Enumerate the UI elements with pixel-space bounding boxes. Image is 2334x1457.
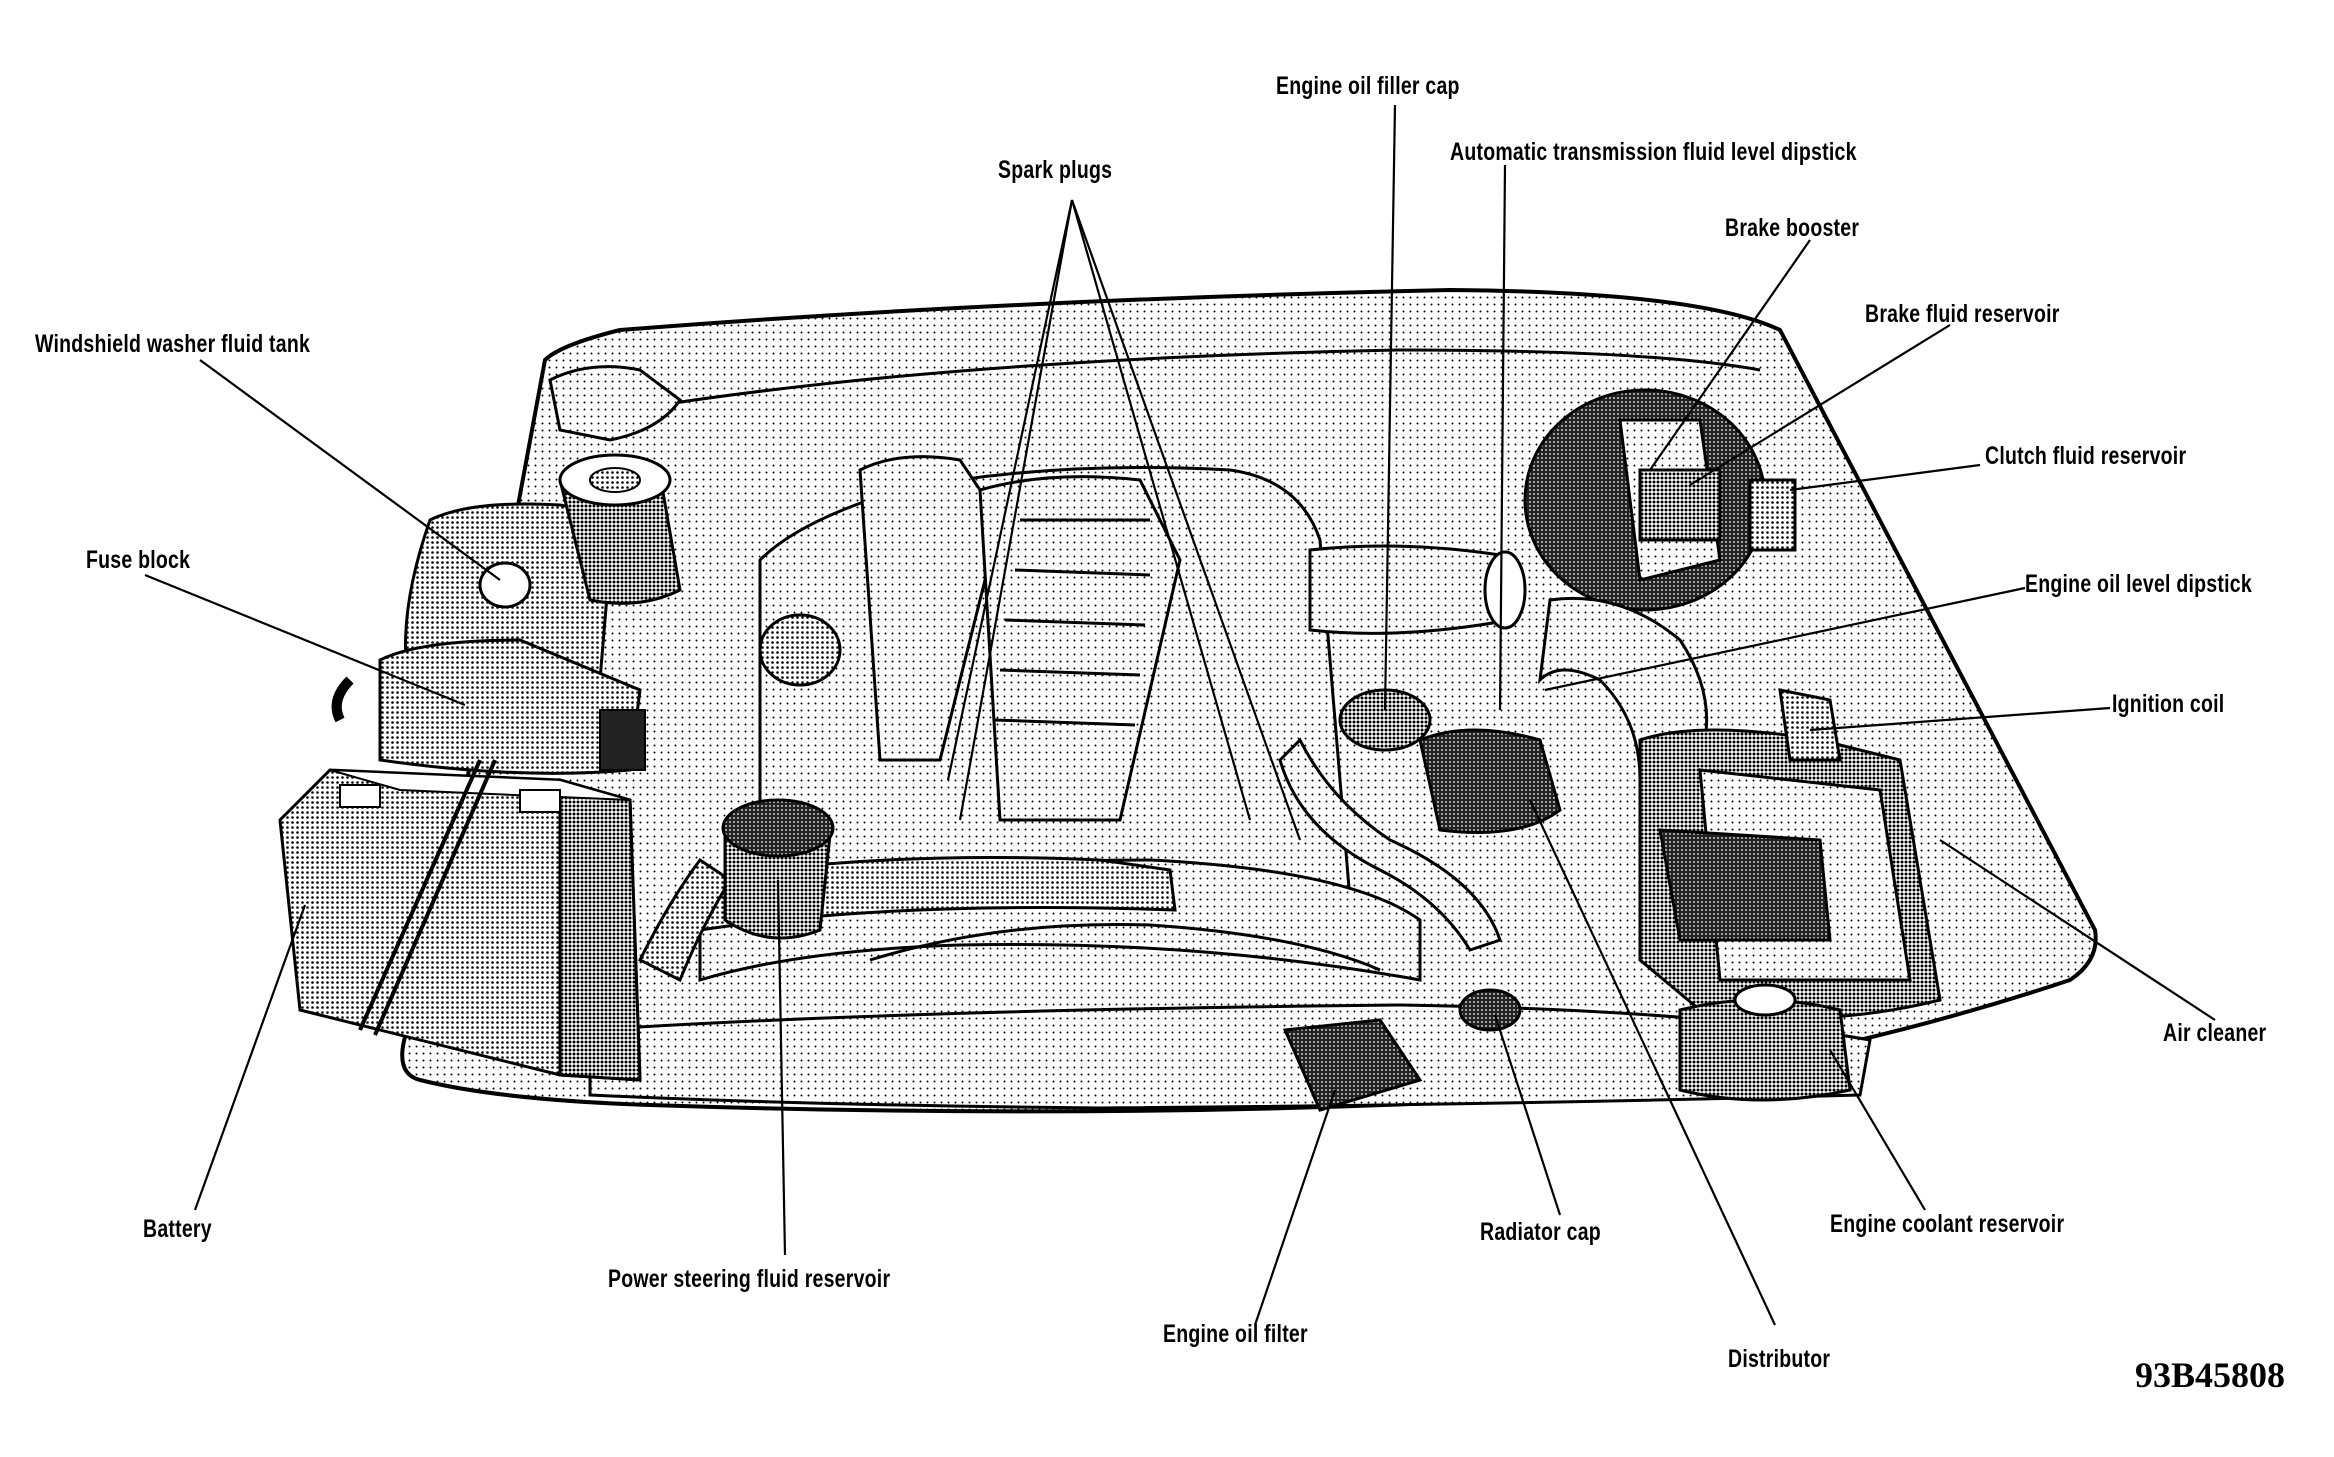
label-spark-plugs: Spark plugs [998,156,1113,184]
label-power-steering-reservoir: Power steering fluid reservoir [608,1265,891,1293]
label-distributor: Distributor [1728,1345,1831,1373]
label-brake-fluid-reservoir: Brake fluid reservoir [1865,300,2060,328]
clutch-fluid-reservoir-body [1748,478,1797,552]
label-fuse-block: Fuse block [86,546,191,574]
figure-code: 93B45808 [2135,1355,2286,1395]
label-washer-fluid-tank: Windshield washer fluid tank [35,330,311,358]
label-engine-coolant-reservoir: Engine coolant reservoir [1830,1210,2065,1238]
leader-lines [144,104,2216,1326]
label-air-cleaner: Air cleaner [2163,1019,2267,1047]
label-battery: Battery [143,1215,212,1243]
radiator-cap-body [1458,988,1522,1032]
ignition-coil-body [1778,688,1842,762]
label-auto-trans-dipstick: Automatic transmission fluid level dipst… [1450,138,1857,166]
label-engine-oil-level-dipstick: Engine oil level dipstick [2025,570,2252,598]
label-clutch-fluid-reservoir: Clutch fluid reservoir [1985,442,2187,470]
distributor-body [1418,728,1562,834]
brake-fluid-reservoir-body [1638,468,1722,542]
radiator-support [588,1003,1872,1110]
label-engine-oil-filler-cap: Engine oil filler cap [1276,72,1460,100]
oil-filter-body [1282,1018,1423,1112]
label-engine-oil-filter: Engine oil filter [1163,1320,1308,1348]
label-ignition-coil: Ignition coil [2112,690,2225,718]
label-brake-booster: Brake booster [1725,214,1860,242]
label-radiator-cap: Radiator cap [1480,1218,1601,1246]
cowl-ledge [569,348,1761,422]
